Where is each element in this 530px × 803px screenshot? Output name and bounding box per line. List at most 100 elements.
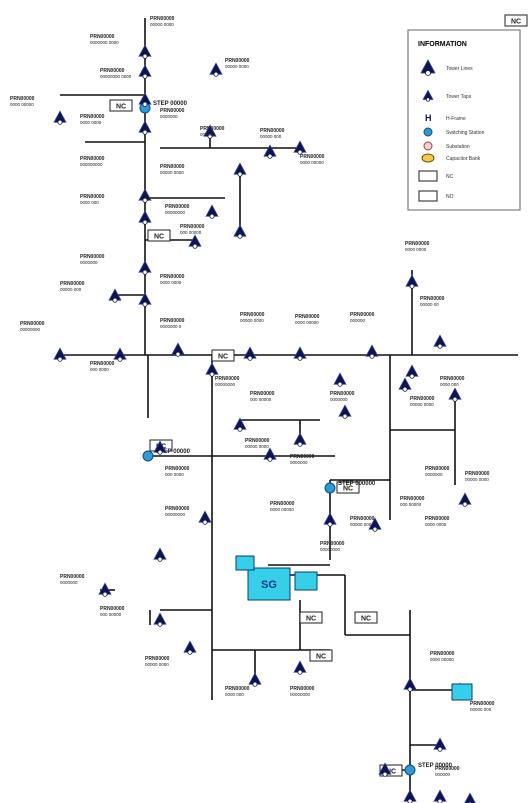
sg-substation-box[interactable] [247,567,291,601]
tower-icon [233,162,247,177]
node-label-title: PRN00000 [60,574,85,580]
switch-label: STEP 00000 [418,763,453,769]
tower-icon [138,120,152,135]
node-label-sub: 0000000 [80,260,98,265]
node-label-title: PRN00000 [160,164,185,170]
switch-icon[interactable] [404,764,416,776]
node-label-title: PRN00000 [470,701,495,707]
node-label-title: PRN00000 [440,376,465,382]
sg-substation-label: SG [261,579,277,591]
tower-icon [293,432,307,447]
node-label-title: PRN00000 [80,114,105,120]
nc-box [379,764,403,777]
switch-icon[interactable] [142,450,154,462]
nc-box [309,649,333,662]
sub-icon [423,141,433,151]
nc-box [299,611,323,624]
node-label-sub: 0000000 [60,580,78,585]
tower-icon [378,762,392,777]
switch-icon [423,127,433,137]
legend-label: Capacitor Bank [446,156,481,162]
nc-box [354,611,378,624]
node-label-title: PRN00000 [80,254,105,260]
node-label-sub: 00000000 [290,692,311,697]
tower-icon [398,377,412,392]
node-label-sub: 000000 [200,132,216,137]
tower-icon [203,124,217,139]
nc-box-label: NC [386,769,396,776]
no-box-icon [418,190,438,202]
sg-substation[interactable]: SG [235,555,473,701]
nc-box [147,229,171,242]
node-label-sub: 0000 00000 [430,657,454,662]
nc-box-label: NC [306,616,316,623]
node-label-sub: 00000 0000 [225,64,249,69]
legend-label: Substation [446,144,470,150]
network-lines [60,18,518,795]
node-label-sub: 000000 [350,318,366,323]
nc-box-label: NC [218,354,228,361]
tower-icon [188,234,202,249]
node-label-sub: 000 00000 [250,397,272,402]
node-label-sub: 0000 000 [80,200,99,205]
node-label-title: PRN00000 [320,541,345,547]
nc-box-label: NC [116,104,126,111]
node-label-sub: 00000000 0000 [100,74,132,79]
tower-icon [183,640,197,655]
node-label-sub: 00000 000 [260,134,282,139]
node-label-title: PRN00000 [80,194,105,200]
tower-icon [138,92,152,107]
tower-icon [108,288,122,303]
nc-box-icon [418,170,438,182]
h-frame-icon: H [425,113,432,123]
node-label-title: PRN00000 [180,224,205,230]
tower-icon [458,492,472,507]
node-label-title: PRN00000 [350,516,375,522]
switch-label: STEP 000000 [338,481,376,487]
node-label-sub: 000 0000 [165,472,184,477]
tower-icon [233,224,247,239]
tower-icon [403,789,417,803]
tower-icon [448,387,462,402]
node-label-sub: 000 00000 [180,230,202,235]
node-label-title: PRN00000 [290,686,315,692]
node-label-sub: 0000000 [330,397,348,402]
node-label-title: PRN00000 [150,16,175,22]
node-label-title: PRN00000 [330,391,355,397]
node-label-sub: 000 00000 [100,612,122,617]
tower-icon [205,204,219,219]
tower-icon [98,582,112,597]
node-label-sub: 00000000 [215,382,236,387]
tower-icon [293,346,307,361]
tower-icon [403,677,417,692]
node-label-sub: 00000 000 [60,287,82,292]
tower-icon [422,89,434,102]
tower-icon [209,62,223,77]
node-label-sub: 0000000 0 [160,324,182,329]
node-label-sub: 0000 00000 [295,320,319,325]
tower-icon [338,404,352,419]
node-label-title: PRN00000 [100,68,125,74]
node-label-title: PRN00000 [260,128,285,134]
switch-icon[interactable] [324,482,336,494]
tower-icon [113,347,127,362]
node-label-sub: 0000 00000 [270,507,294,512]
legend-label: H-Frame [446,116,466,122]
tower-icon [153,547,167,562]
tower-icon [433,789,447,803]
node-label-title: PRN00000 [165,466,190,472]
legend-label: NO [446,194,454,200]
tower-icon [420,59,436,76]
sg-transformer-box [235,555,255,571]
node-label-sub: 000000 [435,772,451,777]
node-label-title: PRN00000 [250,391,275,397]
legend-label: Tower Lines [446,66,473,72]
tower-icon [153,440,167,455]
nc-box-label: NC [343,486,353,493]
node-label-sub: 0000 0000 [80,120,102,125]
node-label-title: PRN00000 [405,241,430,247]
